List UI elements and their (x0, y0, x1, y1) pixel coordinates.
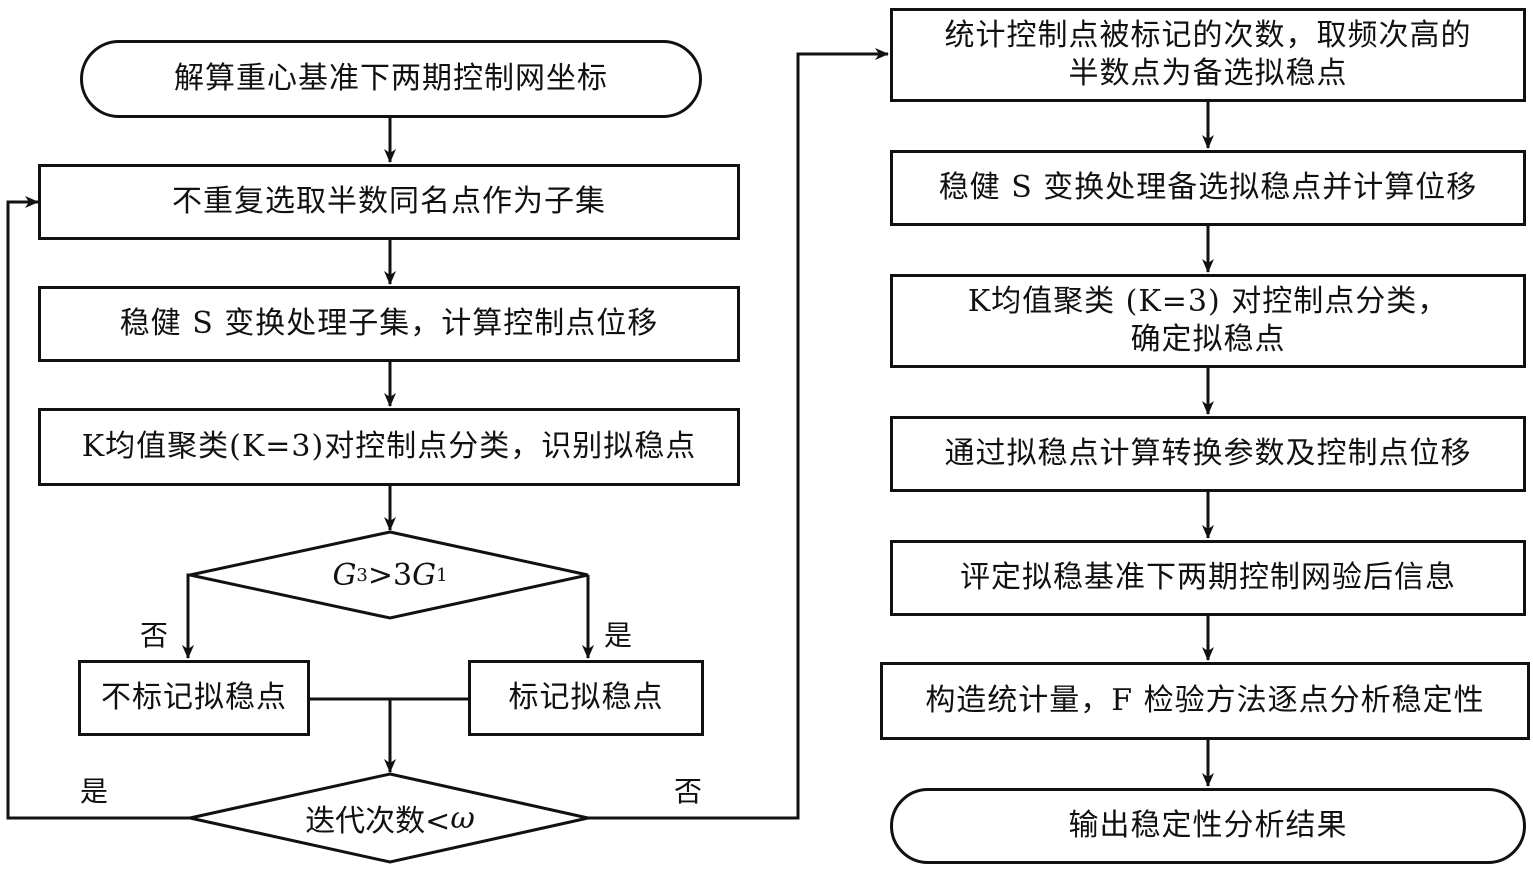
process-text-line1: K均值聚类 (K=3) 对控制点分类， (967, 284, 1449, 319)
decision2-diamond (189, 772, 589, 864)
omega-symbol: ω (450, 800, 475, 836)
process-text-line2: 确定拟稳点 (1130, 322, 1286, 357)
subscript: 3 (356, 564, 368, 586)
process-s-transform-subset: 稳健 S 变换处理子集，计算控制点位移 (38, 286, 740, 362)
process-text: 构造统计量，F 检验方法逐点分析稳定性 (925, 683, 1485, 718)
process-mark: 标记拟稳点 (468, 660, 704, 736)
exit-no-line (588, 48, 889, 820)
process-text: 不标记拟稳点 (101, 680, 287, 715)
process-select-subset: 不重复选取半数同名点作为子集 (38, 164, 740, 240)
start-text: 解算重心基准下两期控制网坐标 (174, 61, 608, 96)
process-evaluate-info: 评定拟稳基准下两期控制网验后信息 (890, 540, 1526, 616)
process-text: 统计控制点被标记的次数，取频次高的半数点为备选拟稳点 (944, 18, 1472, 91)
operator: >3 (367, 557, 413, 593)
process-kmeans-identify: K均值聚类(K=3)对控制点分类，识别拟稳点 (38, 408, 740, 486)
var-g: G (332, 557, 357, 593)
process-text: 稳健 S 变换处理子集，计算控制点位移 (119, 306, 659, 341)
decision2-text: 迭代次数< (305, 804, 451, 839)
decision2-yes-label: 是 (80, 775, 109, 808)
decision2-no-label: 否 (674, 775, 703, 808)
process-text: 不重复选取半数同名点作为子集 (172, 184, 606, 219)
decision2-label: 迭代次数<ω (240, 798, 540, 840)
process-text: 标记拟稳点 (508, 680, 664, 715)
process-text: K均值聚类(K=3)对控制点分类，识别拟稳点 (81, 429, 697, 464)
var-g: G (412, 557, 437, 593)
arrow-decision1-no (182, 573, 194, 659)
process-s-transform-candidates: 稳健 S 变换处理备选拟稳点并计算位移 (890, 150, 1526, 226)
process-count-marks: 统计控制点被标记的次数，取频次高的半数点为备选拟稳点 (890, 8, 1526, 102)
subscript: 1 (436, 564, 448, 586)
decision1-diamond (189, 530, 589, 620)
decision1-no-label: 否 (140, 619, 169, 652)
process-f-test: 构造统计量，F 检验方法逐点分析稳定性 (880, 662, 1530, 740)
process-text: 稳健 S 变换处理备选拟稳点并计算位移 (938, 170, 1478, 205)
process-not-mark: 不标记拟稳点 (78, 660, 310, 736)
start-terminal: 解算重心基准下两期控制网坐标 (80, 40, 702, 118)
process-kmeans-determine: K均值聚类 (K=3) 对控制点分类， 确定拟稳点 (890, 274, 1526, 368)
process-text: 通过拟稳点计算转换参数及控制点位移 (944, 436, 1472, 471)
end-text: 输出稳定性分析结果 (1068, 808, 1348, 843)
decision1-yes-label: 是 (604, 619, 633, 652)
process-compute-params: 通过拟稳点计算转换参数及控制点位移 (890, 416, 1526, 492)
process-text: 评定拟稳基准下两期控制网验后信息 (960, 560, 1456, 595)
end-terminal: 输出稳定性分析结果 (890, 788, 1526, 864)
loop-yes-line (6, 196, 190, 820)
